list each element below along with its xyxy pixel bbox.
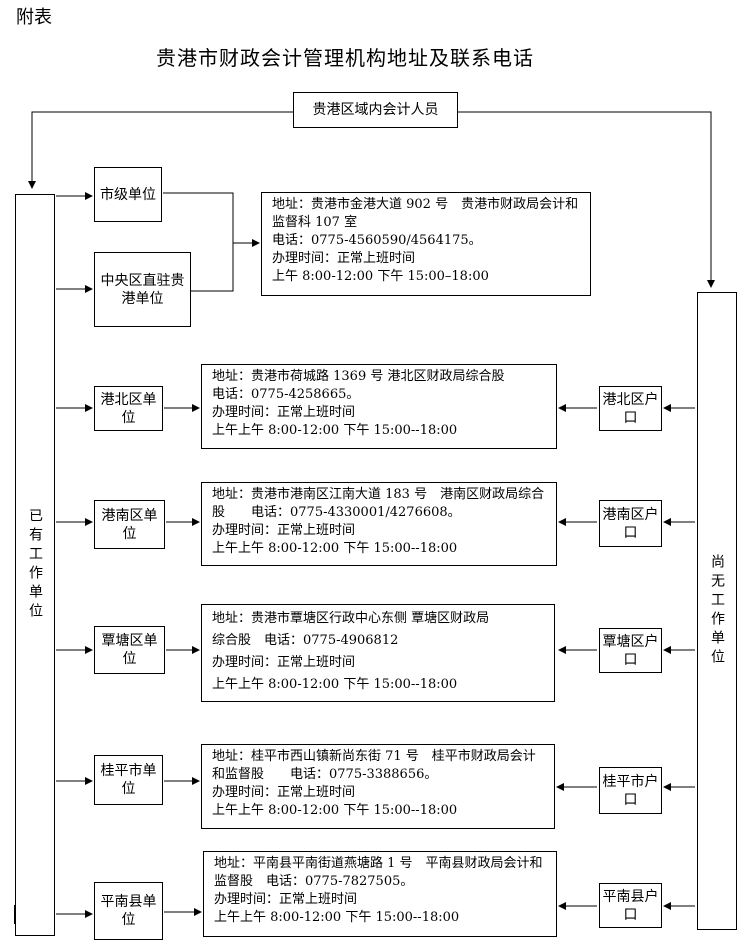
- unit-gangbei-label: 港北区单位: [100, 391, 157, 426]
- household-tantang: 覃塘区户口: [599, 628, 662, 673]
- office-gangbei-hours-label: 办理时间：正常上班时间: [212, 405, 356, 420]
- top-to-right-arrow: [458, 111, 715, 288]
- office-pingnan-hours-label: 办理时间：正常上班时间: [214, 892, 358, 907]
- left-column-label: 已有工作单位: [27, 508, 43, 622]
- left-column-employed: 已有工作单位: [15, 194, 55, 936]
- office-pingnan-hours: 上午上午 8:00-12:00 下午 15:00--18:00: [214, 910, 460, 925]
- household-tantang-label: 覃塘区户口: [602, 633, 659, 668]
- office-gangnan-hours-label: 办理时间：正常上班时间: [212, 523, 356, 538]
- office-tantang-phone: 综合股 电话：0775-4906812: [212, 633, 399, 648]
- office-city-phone: 电话：0775-4560590/4564175。: [272, 233, 482, 248]
- office-gangnan-hours: 上午上午 8:00-12:00 下午 15:00--18:00: [212, 541, 458, 556]
- unit-pingnan-label: 平南县单位: [100, 894, 157, 928]
- unit-gangnan: 港南区单位: [94, 500, 165, 549]
- right-column-label: 尚无工作单位: [709, 554, 725, 668]
- office-gangbei-phone: 电话：0775-4258665。: [212, 387, 360, 402]
- unit-city: 市级单位: [94, 167, 162, 222]
- office-gangnan: 地址：贵港市港南区江南大道 183 号 港南区财政局综合股 电话：0775-43…: [201, 482, 557, 566]
- office-guiping-hours: 上午上午 8:00-12:00 下午 15:00--18:00: [212, 803, 458, 818]
- office-pingnan-address: 地址：平南县平南街道燕塘路 1 号 平南县财政局会计和监督股 电话：0775-7…: [214, 856, 543, 889]
- unit-central-label: 中央区直驻贵港单位: [100, 272, 185, 307]
- office-tantang-hours-label: 办理时间：正常上班时间: [212, 655, 356, 670]
- household-guiping: 桂平市户口: [599, 767, 662, 814]
- office-city-address: 地址：贵港市金港大道 902 号 贵港市财政局会计和监督科 107 室: [272, 197, 579, 230]
- office-tantang: 地址：贵港市覃塘区行政中心东侧 覃塘区财政局 综合股 电话：0775-49068…: [201, 604, 555, 702]
- office-guiping-address: 地址：桂平市西山镇新尚东街 71 号 桂平市财政局会计和监督股 电话：0775-…: [212, 749, 536, 782]
- office-pingnan: 地址：平南县平南街道燕塘路 1 号 平南县财政局会计和监督股 电话：0775-7…: [203, 851, 557, 937]
- household-gangbei-label: 港北区户口: [602, 391, 659, 426]
- right-column-unemployed: 尚无工作单位: [697, 292, 737, 930]
- office-gangbei: 地址：贵港市荷城路 1369 号 港北区财政局综合股 电话：0775-42586…: [201, 364, 557, 449]
- office-gangbei-address: 地址：贵港市荷城路 1369 号 港北区财政局综合股: [212, 369, 505, 384]
- unit-guiping: 桂平市单位: [94, 755, 163, 805]
- office-city: 地址：贵港市金港大道 902 号 贵港市财政局会计和监督科 107 室 电话：0…: [261, 192, 591, 296]
- household-gangnan: 港南区户口: [599, 500, 662, 547]
- top-box-label: 贵港区域内会计人员: [312, 102, 439, 118]
- office-guiping: 地址：桂平市西山镇新尚东街 71 号 桂平市财政局会计和监督股 电话：0775-…: [201, 744, 555, 829]
- household-gangnan-label: 港南区户口: [602, 506, 659, 541]
- unit-gangnan-label: 港南区单位: [101, 507, 158, 542]
- office-tantang-address: 地址：贵港市覃塘区行政中心东侧 覃塘区财政局: [212, 611, 490, 626]
- office-city-hours: 上午 8:00-12:00 下午 15:00–18:00: [272, 269, 489, 284]
- unit-guiping-label: 桂平市单位: [100, 763, 157, 797]
- office-gangbei-hours: 上午上午 8:00-12:00 下午 15:00--18:00: [212, 423, 458, 438]
- unit-tantang: 覃塘区单位: [94, 626, 165, 674]
- unit-tantang-label: 覃塘区单位: [101, 633, 158, 667]
- household-pingnan: 平南县户口: [599, 883, 662, 928]
- household-pingnan-label: 平南县户口: [602, 888, 659, 923]
- top-to-left-arrow: [28, 111, 293, 189]
- unit-city-label: 市级单位: [100, 186, 156, 203]
- household-gangbei: 港北区户口: [599, 386, 662, 431]
- appendix-label: 附表: [16, 7, 52, 28]
- page-title: 贵港市财政会计管理机构地址及联系电话: [156, 46, 534, 70]
- household-guiping-label: 桂平市户口: [602, 773, 659, 808]
- unit-gangbei: 港北区单位: [94, 386, 163, 431]
- office-city-hours-label: 办理时间：正常上班时间: [272, 251, 416, 266]
- top-box-accountants: 贵港区域内会计人员: [293, 92, 458, 128]
- unit-central: 中央区直驻贵港单位: [94, 252, 191, 327]
- city-to-office-line: [163, 192, 234, 292]
- office-gangnan-address: 地址：贵港市港南区江南大道 183 号 港南区财政局综合股 电话：0775-43…: [212, 487, 545, 520]
- office-guiping-hours-label: 办理时间：正常上班时间: [212, 785, 356, 800]
- office-tantang-hours: 上午上午 8:00-12:00 下午 15:00--18:00: [212, 677, 458, 692]
- unit-pingnan: 平南县单位: [94, 882, 163, 940]
